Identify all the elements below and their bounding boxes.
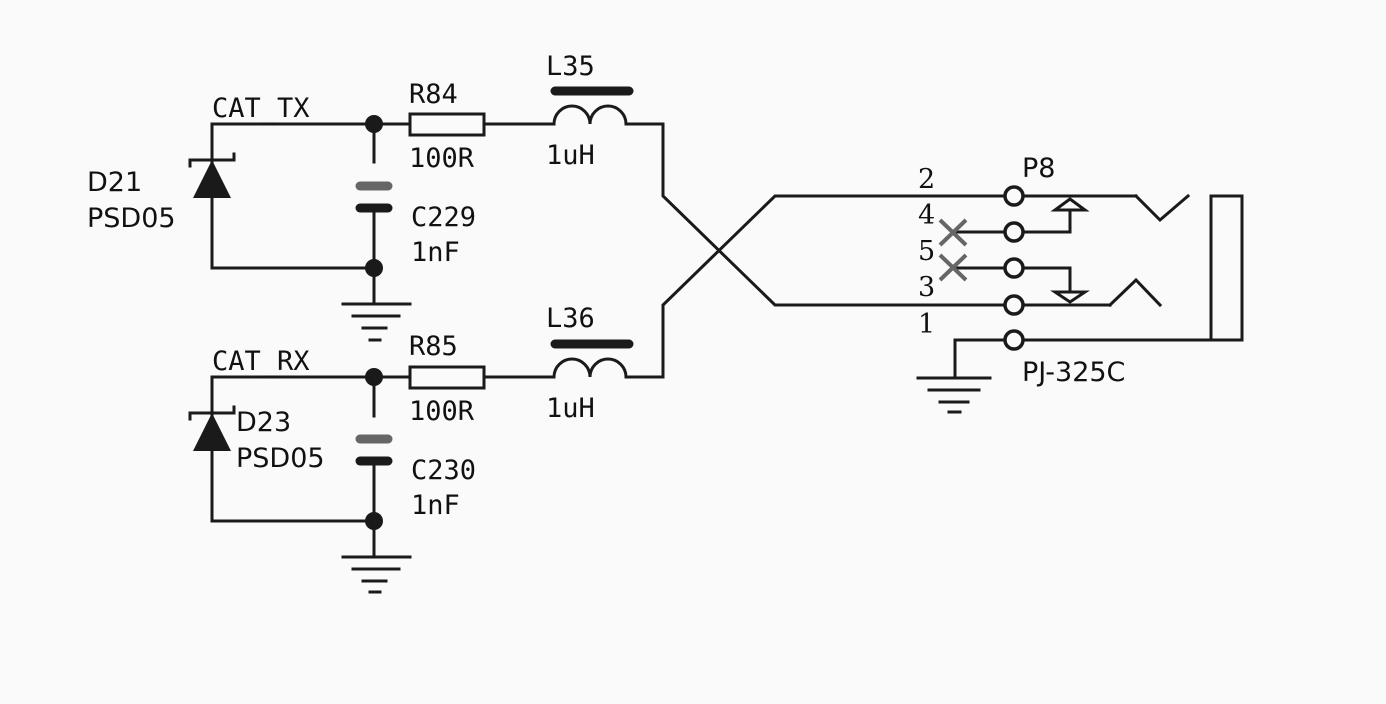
tvs-diode-d21 bbox=[188, 152, 236, 198]
capacitor-c230 bbox=[355, 434, 393, 466]
r84-value: 100R bbox=[409, 143, 475, 174]
pin-5 bbox=[1003, 257, 1025, 279]
inductor-l35 bbox=[550, 86, 634, 126]
pin-number: 4 bbox=[918, 200, 935, 231]
junction-dot bbox=[365, 512, 383, 530]
spring-contact bbox=[1107, 277, 1163, 308]
c230-ref: C230 bbox=[411, 455, 476, 486]
p8-ref: P8 bbox=[1022, 153, 1055, 184]
net-label-cat-tx: CAT_TX bbox=[212, 93, 310, 124]
l35-value: 1uH bbox=[546, 140, 595, 171]
switch-contact bbox=[1012, 208, 1072, 234]
c229-ref: C229 bbox=[411, 202, 476, 233]
switch-arrow-down bbox=[1050, 290, 1090, 304]
p8-value: PJ-325C bbox=[1022, 357, 1125, 388]
wire bbox=[210, 122, 376, 270]
pin-2 bbox=[1003, 185, 1025, 207]
inductor-l36 bbox=[550, 339, 634, 379]
tvs-diode-d23 bbox=[188, 405, 236, 451]
junction-dot bbox=[365, 368, 383, 386]
pin-number: 1 bbox=[918, 309, 935, 340]
l36-ref: L36 bbox=[546, 303, 595, 334]
switch-contact bbox=[1012, 266, 1072, 294]
junction-dot bbox=[365, 115, 383, 133]
ground-symbol bbox=[916, 376, 992, 414]
pin-3 bbox=[1003, 294, 1025, 316]
spring-contact bbox=[1133, 193, 1191, 223]
no-connect-mark bbox=[938, 218, 968, 247]
c230-value: 1nF bbox=[411, 490, 460, 521]
resistor-r84 bbox=[408, 112, 486, 137]
net-label-cat-rx: CAT_RX bbox=[212, 346, 310, 377]
no-connect-mark bbox=[938, 253, 968, 282]
r84-ref: R84 bbox=[409, 79, 458, 110]
d23-value: PSD05 bbox=[236, 443, 325, 474]
pin-number: 5 bbox=[918, 236, 935, 267]
ground-symbol bbox=[341, 302, 412, 342]
pin-number: 3 bbox=[918, 272, 935, 303]
audio-jack-p8: 2 4 5 3 1 P8 PJ-325C bbox=[916, 153, 1244, 414]
l36-value: 1uH bbox=[546, 393, 595, 424]
switch-arrow-up bbox=[1050, 197, 1090, 212]
wire bbox=[624, 194, 1138, 379]
junction-dot bbox=[365, 259, 383, 277]
l35-ref: L35 bbox=[546, 51, 595, 82]
capacitor-c229 bbox=[355, 181, 393, 213]
ground-symbol bbox=[341, 555, 412, 594]
wire bbox=[624, 122, 1112, 307]
cat-rx-channel: CAT_RX D23 PSD05 R85 100R C230 1nF L36 1… bbox=[188, 194, 1138, 594]
r85-ref: R85 bbox=[409, 331, 458, 362]
r85-value: 100R bbox=[409, 396, 475, 427]
d21-value: PSD05 bbox=[87, 203, 176, 234]
pin-number: 2 bbox=[918, 164, 935, 195]
cat-tx-channel: CAT_TX D21 PSD05 R84 100R C229 1nF L35 1… bbox=[87, 51, 1112, 342]
jack-body bbox=[1209, 194, 1244, 342]
pin-1 bbox=[1003, 329, 1025, 351]
resistor-r85 bbox=[408, 365, 486, 390]
pin-4 bbox=[1003, 221, 1025, 243]
d23-ref: D23 bbox=[236, 407, 291, 438]
d21-ref: D21 bbox=[87, 167, 142, 198]
c229-value: 1nF bbox=[411, 237, 460, 268]
